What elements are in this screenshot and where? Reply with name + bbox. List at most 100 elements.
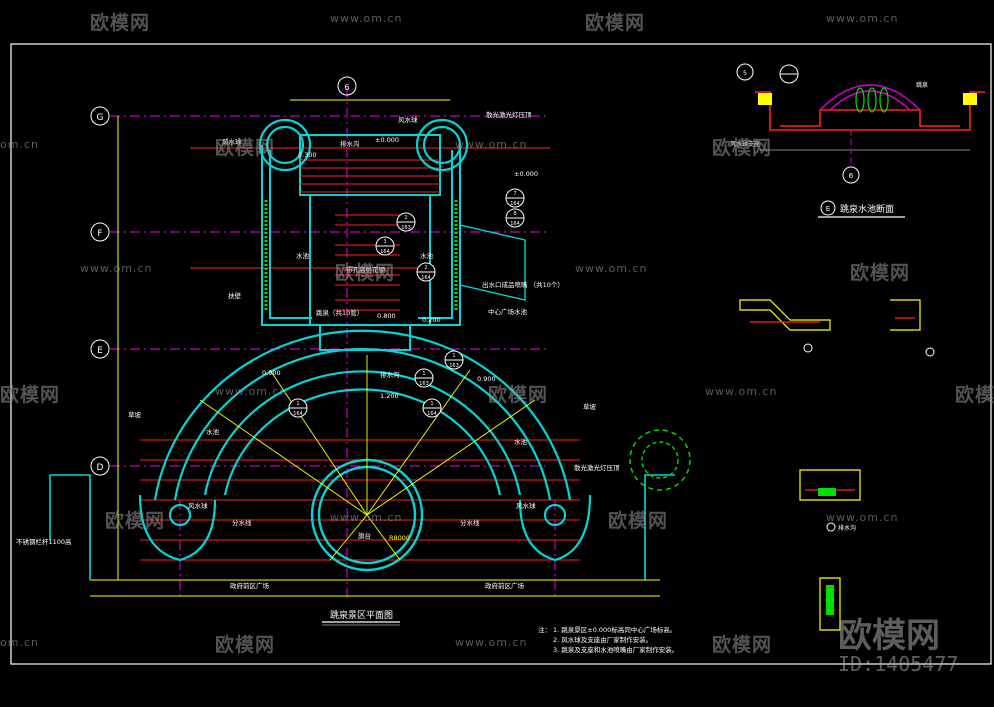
section-title: 跳泉水池断面 xyxy=(840,203,894,215)
watermark-big-brand: 欧模网 xyxy=(838,616,940,656)
label-drain: 排水沟 xyxy=(340,139,360,148)
detail-bubble: 7 164 xyxy=(505,188,525,208)
watermark-url: www.om.cn xyxy=(455,636,528,649)
axis-label-d: D xyxy=(97,463,104,473)
label-pool: 水池 xyxy=(296,251,310,260)
notes-heading: 注： xyxy=(538,625,551,634)
label-fountain: 带孔高射花钢 xyxy=(346,265,386,274)
right-pipe xyxy=(459,224,526,301)
label-railing: 不锈钢栏杆1100高 xyxy=(16,537,72,546)
radial-lines xyxy=(199,355,536,561)
section-bubble: 5 xyxy=(743,70,747,77)
watermark-url: www.om.cn xyxy=(215,385,288,398)
watermark-brand: 欧模网 xyxy=(712,634,773,656)
axis-label-e: E xyxy=(97,346,103,356)
label-level: ±0.000 xyxy=(514,170,538,178)
notes-block: 注： 1. 跳泉景区±0.000标高同中心广场标高。 2. 风水球及支座由厂家制… xyxy=(538,625,678,654)
plan-labels: 风水球 风水球 散光激光灯压顶 排水沟 ±0.000 ±0.000 水池 水池 … xyxy=(16,110,620,590)
label-fengshuiqiu: 风水球 xyxy=(516,501,536,510)
label-fountain: 跳泉（共10管） xyxy=(316,308,363,317)
watermark-brand: 欧模网 xyxy=(105,510,166,532)
label-dimension: R8000 xyxy=(389,534,410,542)
axis-label-f: F xyxy=(97,229,102,239)
watermark-brand: 欧模网 xyxy=(608,510,669,532)
watermark-url: www.om.cn xyxy=(575,262,648,275)
section-label: 风水球支座 xyxy=(730,140,760,148)
detail-bubble: 1 164 xyxy=(288,398,308,418)
label-pool: 水池 xyxy=(514,437,528,446)
detail-bubble: 8 164 xyxy=(505,208,525,228)
corner-lobes xyxy=(258,118,469,172)
label-outlet: 出水口成品喷嘴 （共10个） xyxy=(482,280,564,289)
label-level: 0.300 xyxy=(298,151,317,159)
detail-label: 排水沟 xyxy=(838,524,856,532)
section-view: 6 5 跳泉 风水球支座 E 跳泉水池断面 xyxy=(730,63,985,218)
watermark-brand: 欧模网 xyxy=(0,384,61,406)
section-label: 跳泉 xyxy=(916,81,928,89)
watermark-url: www.om.cn xyxy=(705,385,778,398)
detail-bubble: 1 164 xyxy=(422,398,442,418)
detail-bubbles: 2 163 3 164 2 164 1 163 xyxy=(288,188,525,418)
label-fengshuiqiu: 风水球 xyxy=(398,115,418,124)
watermark-brand: 欧模网 xyxy=(955,384,994,406)
watermark-url: www.om.cn xyxy=(330,511,403,524)
section-marker: E xyxy=(826,205,830,213)
watermark-brand: 欧模网 xyxy=(585,12,646,34)
label-fengshuiqiu: 风水球 xyxy=(188,501,208,510)
label-wall: 扶壁 xyxy=(228,291,242,300)
fountain-steps xyxy=(300,159,440,311)
label-level: 1.200 xyxy=(380,392,399,400)
note-line: 3. 跳泉及支座和水池喷嘴由厂家制作安装。 xyxy=(553,645,678,654)
watermark-url: www.om.cn xyxy=(80,262,153,275)
note-line: 1. 跳泉景区±0.000标高同中心广场标高。 xyxy=(553,625,676,634)
watermark-url: www.om.cn xyxy=(455,138,528,151)
watermark-id: ID:1405477 xyxy=(838,652,959,676)
bubble-top: 7 xyxy=(513,191,516,197)
label-pool: 水池 xyxy=(206,427,220,436)
watermark-brand: 欧模网 xyxy=(850,262,911,284)
label-level: 0.900 xyxy=(262,369,281,377)
detail-bubble: 3 164 xyxy=(375,236,395,256)
bubble-bottom: 164 xyxy=(380,249,390,255)
label-level: 0.800 xyxy=(377,312,396,320)
bubble-bottom: 164 xyxy=(510,221,520,227)
bubble-top: 2 xyxy=(404,215,407,221)
watermark-url: om.cn xyxy=(0,636,39,649)
section-axis-label: 6 xyxy=(849,172,854,180)
label-central-pool: 中心广场水池 xyxy=(488,307,528,316)
bubble-bottom: 163 xyxy=(401,225,411,231)
plan-view: G F E D 6 2 163 3 164 xyxy=(16,76,691,654)
label-light: 散光激光灯压顶 xyxy=(486,110,532,119)
label-pool: 水池 xyxy=(420,251,434,260)
bubble-bottom: 164 xyxy=(421,275,431,281)
label-lawn: 草坡 xyxy=(128,410,142,419)
axis-label-g: G xyxy=(97,113,104,123)
label-level: 0.900 xyxy=(477,375,496,383)
bubble-top: 3 xyxy=(383,239,386,245)
drawing-frame xyxy=(10,43,992,665)
plan-title: 跳泉景区平面图 xyxy=(330,609,393,621)
bubble-bottom: 164 xyxy=(293,411,303,417)
bubble-top: 8 xyxy=(513,211,516,217)
label-light: 散光激光灯压顶 xyxy=(574,463,620,472)
bubble-bottom: 164 xyxy=(510,201,520,207)
label-split: 分水线 xyxy=(460,518,480,527)
watermark-brand: 欧模网 xyxy=(90,12,151,34)
label-plaza: 政府前区广场 xyxy=(485,581,525,590)
label-split: 分水线 xyxy=(232,518,252,527)
label-plaza: 政府前区广场 xyxy=(230,581,270,590)
grid-axis-lines xyxy=(110,88,556,600)
label-lawn: 草坡 xyxy=(583,402,597,411)
bubble-bottom: 163 xyxy=(449,363,459,369)
bubble-top: 1 xyxy=(430,401,433,407)
label-level: 0.200 xyxy=(422,316,441,324)
dimension-lines xyxy=(90,99,660,597)
detail-sketches: 排水沟 xyxy=(739,299,935,631)
watermark-url: www.om.cn xyxy=(330,12,403,25)
watermark-url: om.cn xyxy=(0,138,39,151)
bubble-top: 1 xyxy=(452,353,455,359)
watermark-url: www.om.cn xyxy=(826,511,899,524)
watermark-brand: 欧模网 xyxy=(712,137,773,159)
bubble-top: 2 xyxy=(424,265,427,271)
bubble-bottom: 163 xyxy=(419,381,429,387)
